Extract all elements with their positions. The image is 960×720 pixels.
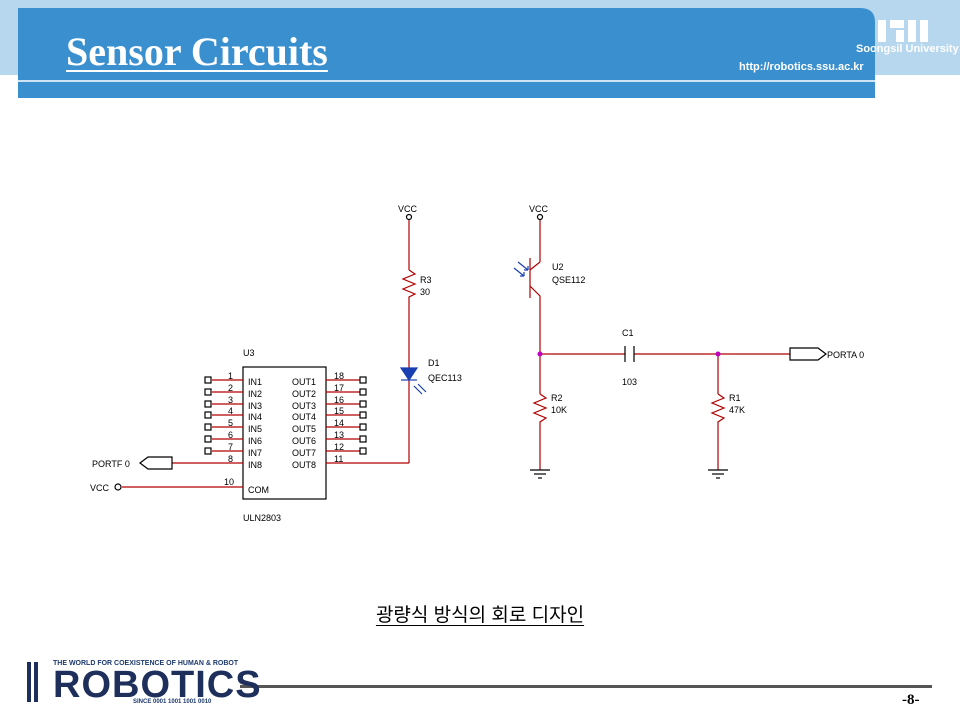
vcc-r3-label: VCC bbox=[398, 204, 418, 214]
com-pin-name: COM bbox=[248, 485, 269, 495]
pin-number: 2 bbox=[228, 383, 233, 393]
pin-number: 6 bbox=[228, 430, 233, 440]
junction-dot bbox=[537, 351, 543, 357]
pin-name: IN4 bbox=[248, 412, 262, 422]
university-name: Soongsil University bbox=[856, 43, 959, 55]
pin-name: IN6 bbox=[248, 436, 262, 446]
r3-ref-label: R3 bbox=[420, 275, 432, 285]
u2-part-label: QSE112 bbox=[552, 275, 585, 285]
vcc-left-label: VCC bbox=[90, 483, 110, 493]
pin-number: 13 bbox=[334, 430, 344, 440]
pin-name: OUT8 bbox=[292, 460, 316, 470]
pin-name: IN7 bbox=[248, 448, 262, 458]
circuit-caption: 광량식 방식의 회로 디자인 bbox=[375, 605, 585, 626]
r2-ref-label: R2 bbox=[551, 393, 563, 403]
pin-number: 18 bbox=[334, 371, 344, 381]
ground-r1-icon bbox=[708, 469, 728, 479]
pin-number: 7 bbox=[228, 442, 233, 452]
header-band bbox=[0, 0, 960, 98]
u3-ic-body bbox=[242, 366, 327, 500]
footer-since: SINCE 0001 1001 1001 0010 bbox=[133, 699, 212, 705]
pin-name: IN3 bbox=[248, 401, 262, 411]
robotics-logo: ROBOTICS bbox=[53, 664, 262, 706]
portf-label: PORTF 0 bbox=[92, 459, 130, 469]
pin-number: 14 bbox=[334, 418, 344, 428]
page-number: -8- bbox=[902, 692, 920, 708]
pin-name: IN1 bbox=[248, 377, 262, 387]
junction-dot bbox=[715, 351, 721, 357]
porta-label: PORTA 0 bbox=[827, 350, 864, 360]
pin-number: 5 bbox=[228, 418, 233, 428]
r1-value-label: 47K bbox=[729, 405, 745, 415]
r2-value-label: 10K bbox=[551, 405, 567, 415]
phototransistor-u2-icon bbox=[513, 261, 529, 277]
u3-input-pin-numbers: 1 2 3 4 5 6 7 8 bbox=[228, 371, 233, 464]
page-title: Sensor Circuits bbox=[66, 29, 328, 74]
pin-number: 1 bbox=[228, 371, 233, 381]
portf-connector-icon bbox=[139, 456, 173, 470]
d1-part-label: QEC113 bbox=[428, 373, 462, 383]
u2-ref-label: U2 bbox=[552, 262, 564, 272]
d1-ref-label: D1 bbox=[428, 358, 440, 368]
footer-slogan: THE WORLD FOR COEXISTENCE OF HUMAN & ROB… bbox=[53, 660, 239, 667]
pin-name: OUT5 bbox=[292, 424, 316, 434]
pin-name: IN2 bbox=[248, 389, 262, 399]
pin-number: 17 bbox=[334, 383, 344, 393]
c1-ref-label: C1 bbox=[622, 328, 634, 338]
pin-name: OUT1 bbox=[292, 377, 316, 387]
output-pin-terminals bbox=[359, 376, 367, 455]
pin-name: OUT6 bbox=[292, 436, 316, 446]
com-pin-number: 10 bbox=[224, 477, 234, 487]
university-logo-icon bbox=[878, 20, 928, 42]
footer-decoration bbox=[27, 662, 932, 702]
porta-connector-icon bbox=[789, 347, 827, 361]
u3-output-pin-names: OUT1 OUT2 OUT3 OUT4 OUT5 OUT6 OUT7 OUT8 bbox=[292, 377, 316, 470]
r3-value-label: 30 bbox=[420, 287, 430, 297]
ground-r2-icon bbox=[530, 469, 550, 479]
pin-name: IN8 bbox=[248, 460, 262, 470]
c1-value-label: 103 bbox=[622, 377, 637, 387]
pin-name: OUT7 bbox=[292, 448, 316, 458]
vcc-r3-terminal-icon bbox=[405, 213, 413, 221]
capacitor-c1-icon bbox=[624, 346, 635, 362]
pin-number: 11 bbox=[334, 454, 343, 464]
pin-number: 15 bbox=[334, 406, 344, 416]
vcc-terminal-icon bbox=[114, 483, 122, 491]
pin-number: 4 bbox=[228, 406, 233, 416]
pin-name: OUT2 bbox=[292, 389, 316, 399]
input-pin-terminals bbox=[204, 376, 212, 455]
pin-number: 12 bbox=[334, 442, 344, 452]
u3-output-pin-numbers: 18 17 16 15 14 13 12 11 bbox=[334, 371, 344, 464]
led-d1-icon bbox=[399, 367, 427, 395]
pin-name: IN5 bbox=[248, 424, 262, 434]
u3-ref-label: U3 bbox=[243, 348, 255, 358]
pin-number: 3 bbox=[228, 395, 233, 405]
r1-ref-label: R1 bbox=[729, 393, 741, 403]
pin-name: OUT4 bbox=[292, 412, 316, 422]
pin-name: OUT3 bbox=[292, 401, 316, 411]
u3-input-pin-names: IN1 IN2 IN3 IN4 IN5 IN6 IN7 IN8 bbox=[248, 377, 262, 470]
vcc-u2-label: VCC bbox=[529, 204, 549, 214]
pin-number: 16 bbox=[334, 395, 344, 405]
vcc-u2-terminal-icon bbox=[536, 213, 544, 221]
u3-part-label: ULN2803 bbox=[243, 513, 281, 523]
pin-number: 8 bbox=[228, 454, 233, 464]
website-url[interactable]: http://robotics.ssu.ac.kr bbox=[739, 61, 864, 73]
